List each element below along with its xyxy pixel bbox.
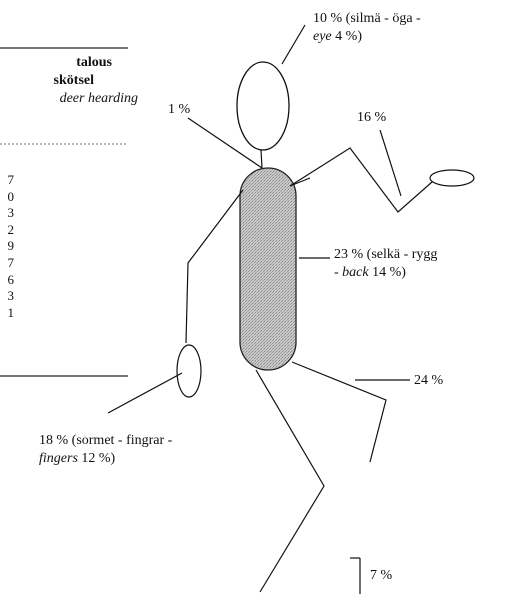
arm-leader-line bbox=[379, 129, 402, 197]
table-value: 9 bbox=[7, 238, 15, 254]
right-arm-line bbox=[289, 147, 433, 213]
left-leg-line bbox=[255, 369, 325, 593]
fingers-label-line-1: 18 % (sormet - fingrar - bbox=[39, 433, 173, 448]
legs-label-text: 24 % bbox=[414, 373, 444, 388]
table-value-column: 7 0 3 2 9 7 6 3 1 bbox=[0, 172, 15, 321]
table-header-1-text: talous bbox=[76, 55, 112, 70]
arm-label-text: 16 % bbox=[357, 110, 387, 125]
neck-line bbox=[260, 149, 263, 169]
fingers-label: 18 % (sormet - fingrar - fingers 12 %) bbox=[39, 432, 172, 468]
head-label-line-2: eye 4 %) bbox=[313, 28, 421, 46]
table-value: 3 bbox=[7, 205, 15, 221]
neck-label: 1 % bbox=[168, 101, 190, 119]
table-header-line-1: talous bbox=[0, 54, 112, 72]
head-label-line-1: 10 % (silmä - öga - bbox=[313, 11, 421, 26]
torso-shape bbox=[239, 167, 297, 371]
arm-label: 16 % bbox=[357, 109, 386, 127]
back-label-line-1: 23 % (selkä - rygg bbox=[334, 247, 438, 262]
fingers-leader-line bbox=[107, 372, 183, 414]
table-header-3-text: deer hearding bbox=[59, 91, 138, 106]
head-label: 10 % (silmä - öga - eye 4 %) bbox=[313, 10, 421, 46]
table-value: 7 bbox=[7, 172, 15, 187]
back-label-back: back bbox=[342, 265, 369, 280]
back-label-back-percent: 14 %) bbox=[368, 265, 406, 280]
head-label-eye-percent: 4 %) bbox=[331, 29, 362, 44]
table-value: 1 bbox=[7, 304, 15, 320]
table-value: 3 bbox=[7, 288, 15, 304]
foot-label: 7 % bbox=[370, 567, 392, 585]
head-ellipse bbox=[236, 61, 290, 151]
fingers-label-fingers-percent: 12 %) bbox=[77, 451, 116, 466]
shoulder-leader-line bbox=[289, 177, 311, 187]
legs-label: 24 % bbox=[414, 372, 443, 390]
neck-leader-line bbox=[187, 117, 263, 169]
table-value: 6 bbox=[7, 271, 15, 287]
back-label: 23 % (selkä - rygg - back 14 %) bbox=[334, 246, 437, 282]
back-label-dash: - bbox=[334, 265, 343, 280]
table-header-2-text: skötsel bbox=[53, 73, 94, 88]
table-value: 2 bbox=[7, 221, 15, 237]
fingers-label-line-2: fingers 12 %) bbox=[39, 450, 172, 468]
right-leg-line bbox=[291, 361, 387, 463]
back-label-line-2: - back 14 %) bbox=[334, 264, 437, 282]
head-leader-line bbox=[281, 24, 306, 65]
foot-label-text: 7 % bbox=[370, 568, 393, 583]
table-header-line-3: deer hearding bbox=[0, 90, 138, 108]
left-arm-line bbox=[185, 189, 244, 344]
right-hand-ellipse bbox=[429, 169, 475, 187]
neck-label-text: 1 % bbox=[168, 102, 191, 117]
table-header-line-2: skötsel bbox=[0, 72, 94, 90]
fingers-label-fingers: fingers bbox=[39, 451, 78, 466]
left-hand-ellipse bbox=[176, 344, 202, 398]
table-value: 0 bbox=[7, 188, 15, 204]
table-value: 7 bbox=[7, 254, 15, 270]
head-label-eye: eye bbox=[313, 29, 332, 44]
